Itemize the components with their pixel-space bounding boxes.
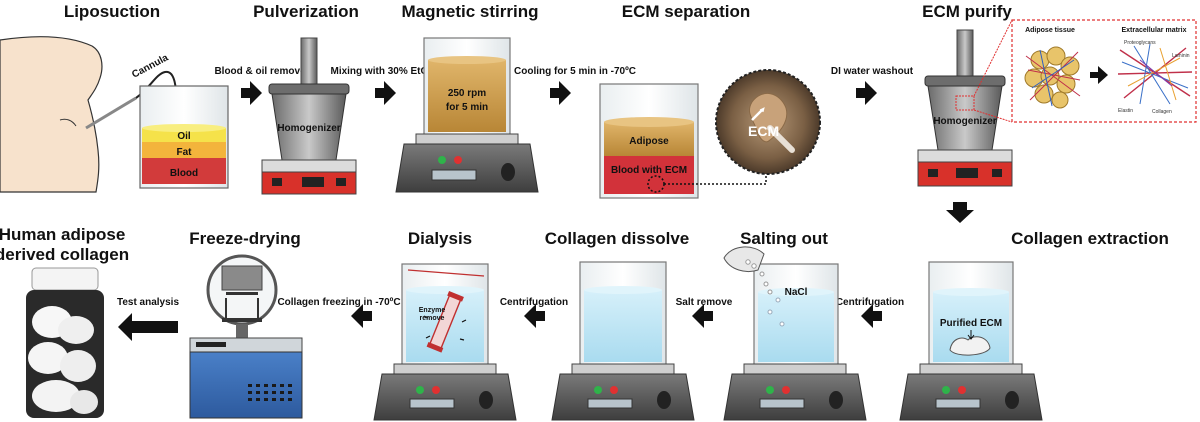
magnetic-stirrer-6: [900, 364, 1042, 420]
arrow-label-salt-remove: Salt remove: [676, 297, 733, 308]
body-silhouette: [0, 37, 102, 192]
stir-time-label: for 5 min: [446, 102, 488, 113]
step-title-ecm-separation: ECM separation: [622, 2, 750, 21]
inset-proteoglycans-label: Proteoglycans: [1124, 40, 1156, 46]
arrow-label-cooling: Cooling for 5 min in -70ºC: [514, 66, 636, 77]
arrow-label-centrifugation2: Centrifugation: [500, 297, 568, 308]
salting-beaker: [754, 264, 838, 366]
step-title-liposuction: Liposuction: [64, 2, 160, 21]
stirring-beaker: [424, 38, 510, 136]
arrow-2: [375, 81, 396, 105]
nacl-label: NaCl: [785, 287, 808, 298]
homogenizer-2: [918, 20, 1012, 186]
arrow-label-di-water: DI water washout: [831, 66, 914, 77]
step-title-salting-out: Salting out: [740, 229, 828, 248]
adipose-layer-label: Adipose: [629, 136, 669, 147]
arrow-label-blood-oil-remove: Blood & oil remove: [214, 66, 306, 77]
magnetic-stirrer-7: [724, 364, 866, 420]
purified-ecm-label: Purified ECM: [940, 318, 1002, 329]
blood-label: Blood: [170, 168, 198, 179]
remove-label: remove: [420, 315, 445, 322]
inset-ecm-label: Extracellular matrix: [1122, 27, 1187, 34]
step-title-product-line1: Human adipose: [0, 225, 125, 244]
step-title-freeze-drying: Freeze-drying: [189, 229, 300, 248]
magnetic-stirrer-8: [552, 364, 694, 420]
cannula-label: Cannula: [130, 52, 170, 80]
arrow-label-mixing: Mixing with 30% EtOH: [330, 66, 435, 77]
arrow-1: [241, 81, 262, 105]
inset-adipose-tissue-label: Adipose tissue: [1025, 27, 1075, 34]
arrow-label-test-analysis: Test analysis: [117, 297, 180, 308]
step-title-dialysis: Dialysis: [408, 229, 472, 248]
step-title-product-line2: derived collagen: [0, 245, 129, 264]
step-title-collagen-extraction: Collagen extraction: [1011, 229, 1169, 248]
step-title-ecm-purify: ECM purify: [922, 2, 1012, 21]
inset-laminin-label: Laminin: [1172, 53, 1190, 59]
step-title-pulverization: Pulverization: [253, 2, 359, 21]
extraction-beaker: [929, 262, 1013, 366]
arrow-label-centrifugation1: Centrifugation: [836, 297, 904, 308]
enzyme-label: Enzyme: [419, 307, 446, 314]
inset-panel: [1012, 20, 1196, 122]
inset-collagen-label: Collagen: [1152, 109, 1172, 115]
magnetic-stirrer-1: [396, 134, 538, 192]
inset-elastin-label: Elastin: [1118, 108, 1133, 114]
stir-speed-label: 250 rpm: [448, 88, 486, 99]
dialysis-beaker: [402, 264, 488, 366]
arrow-label-collagen-freezing: Collagen freezing in -70ºC: [277, 297, 400, 308]
dissolve-beaker: [580, 262, 666, 366]
homogenizer-2-label: Homogenizer: [933, 116, 996, 127]
arrow-down: [946, 194, 974, 223]
collagen-jar: [26, 268, 104, 418]
freeze-dryer: [190, 256, 302, 418]
homogenizer-1-label: Homogenizer: [277, 123, 340, 134]
step-title-magnetic-stirring: Magnetic stirring: [402, 2, 539, 21]
arrow-4: [856, 81, 877, 105]
arrow-3: [550, 81, 571, 105]
magnetic-stirrer-9: [374, 364, 516, 420]
oil-label: Oil: [177, 131, 191, 142]
arrow-9: [118, 313, 178, 341]
ecm-zoom-label: ECM: [748, 123, 779, 139]
ecm-zoom-circle: [716, 70, 820, 174]
homogenizer-1: [262, 38, 356, 194]
fat-label: Fat: [177, 147, 193, 158]
blood-ecm-layer-label: Blood with ECM: [611, 165, 687, 176]
step-title-collagen-dissolve: Collagen dissolve: [545, 229, 690, 248]
